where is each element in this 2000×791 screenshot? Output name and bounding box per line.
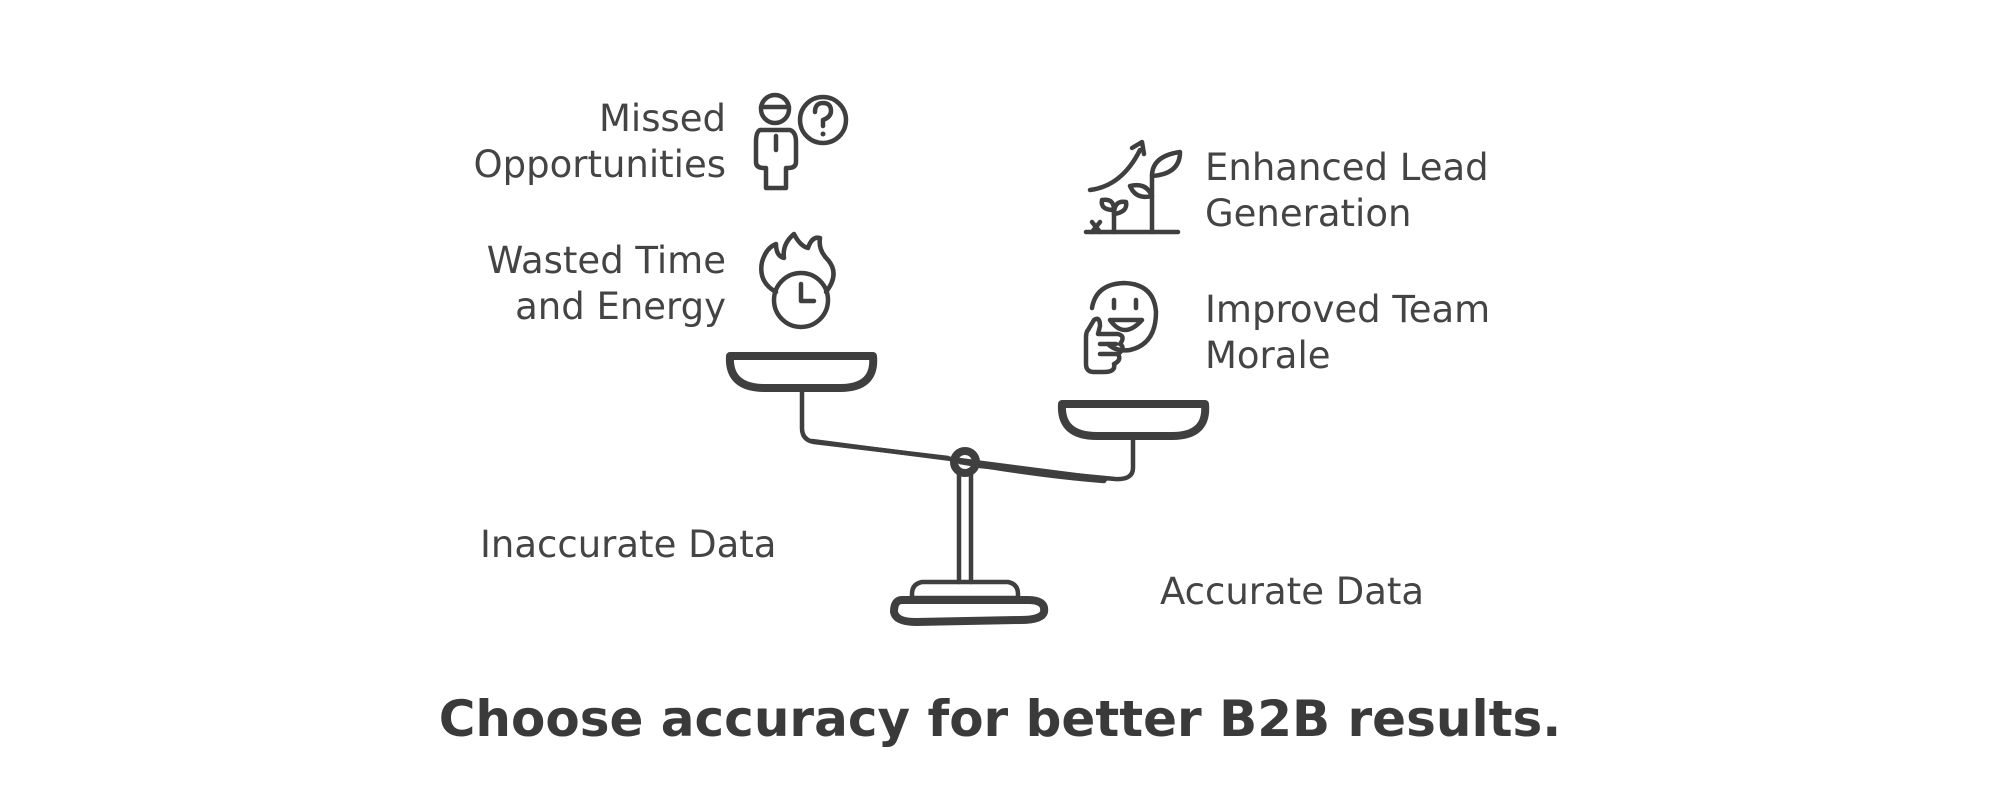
caption: Choose accuracy for better B2B results. <box>438 690 1562 748</box>
wasted-time-line2: and Energy <box>515 285 726 328</box>
enhanced-lead-label: Enhanced Lead Generation <box>1205 145 1489 237</box>
wasted-time-line1: Wasted Time <box>486 239 726 282</box>
improved-morale-line1: Improved Team <box>1205 288 1491 331</box>
burning-clock-icon <box>759 231 836 330</box>
enhanced-lead-line1: Enhanced Lead <box>1205 146 1489 189</box>
right-pan <box>1057 400 1210 440</box>
missed-opportunities-line2: Opportunities <box>473 143 726 186</box>
balance-scale <box>725 352 1210 626</box>
enhanced-lead-line2: Generation <box>1205 192 1412 235</box>
smile-thumbs-up-icon <box>1083 280 1159 375</box>
confused-person-icon <box>753 92 849 191</box>
left-pan <box>725 352 878 392</box>
accurate-data-label: Accurate Data <box>1160 570 1425 613</box>
growth-plant-icon <box>1083 139 1183 235</box>
inaccurate-data-label: Inaccurate Data <box>480 523 777 566</box>
improved-morale-line2: Morale <box>1205 334 1331 377</box>
missed-opportunities-label: Missed Opportunities <box>380 96 726 188</box>
missed-opportunities-line1: Missed <box>598 97 726 140</box>
improved-morale-label: Improved Team Morale <box>1205 287 1490 379</box>
scale-pivot <box>950 447 980 477</box>
wasted-time-label: Wasted Time and Energy <box>380 238 726 330</box>
